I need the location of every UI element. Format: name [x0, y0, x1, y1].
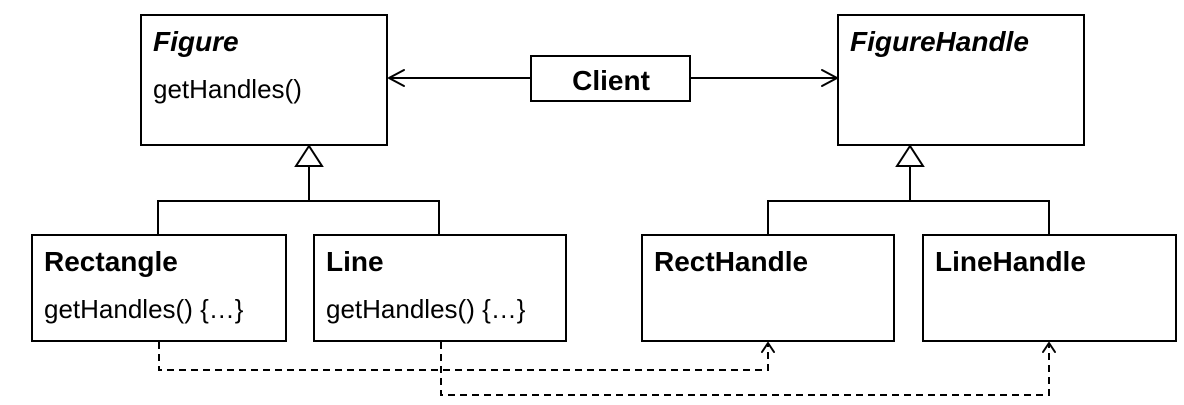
generalization-figurehandle — [767, 144, 1050, 235]
class-rectangle[interactable]: Rectangle getHandles() {…} — [31, 234, 287, 342]
generalization-figurehandle-triangle — [895, 144, 925, 167]
class-rectangle-operation: getHandles() {…} — [44, 294, 244, 324]
class-line-operation: getHandles() {…} — [326, 294, 526, 324]
class-line[interactable]: Line getHandles() {…} — [313, 234, 567, 342]
class-recthandle-box — [641, 234, 895, 342]
class-recthandle-name: RectHandle — [654, 246, 808, 277]
class-linehandle-name: LineHandle — [935, 246, 1086, 277]
generalization-figure-triangle — [294, 144, 324, 167]
dependency-line-linehandle-arrowhead — [1042, 342, 1056, 353]
dependency-line-linehandle-line — [440, 342, 1050, 396]
association-client-figure-arrowhead — [388, 69, 405, 87]
class-figurehandle-name: FigureHandle — [850, 26, 1029, 57]
association-client-figurehandle-arrowhead — [821, 69, 838, 87]
class-line-name: Line — [326, 246, 384, 277]
class-client-name: Client — [572, 65, 650, 96]
dependency-rectangle-recthandle — [158, 342, 775, 371]
dependency-line-linehandle — [440, 342, 1056, 396]
dependency-rectangle-recthandle-line — [158, 342, 769, 371]
class-rectangle-name: Rectangle — [44, 246, 178, 277]
association-client-figurehandle — [690, 69, 838, 87]
class-client-box — [530, 55, 691, 102]
dependency-rectangle-recthandle-arrowhead — [761, 342, 775, 353]
class-linehandle-box — [922, 234, 1177, 342]
class-figure-operation: getHandles() — [153, 74, 302, 104]
class-rectangle-box — [31, 234, 287, 342]
class-client[interactable]: Client — [530, 55, 691, 102]
class-recthandle[interactable]: RectHandle — [641, 234, 895, 342]
class-linehandle[interactable]: LineHandle — [922, 234, 1177, 342]
class-figurehandle-box — [837, 14, 1085, 146]
class-line-box — [313, 234, 567, 342]
generalization-figure — [157, 144, 440, 235]
class-figurehandle[interactable]: FigureHandle — [837, 14, 1085, 146]
class-figure-name: Figure — [153, 26, 239, 57]
association-client-figure — [388, 69, 531, 87]
class-figure[interactable]: Figure getHandles() — [140, 14, 388, 146]
class-figure-box — [140, 14, 388, 146]
